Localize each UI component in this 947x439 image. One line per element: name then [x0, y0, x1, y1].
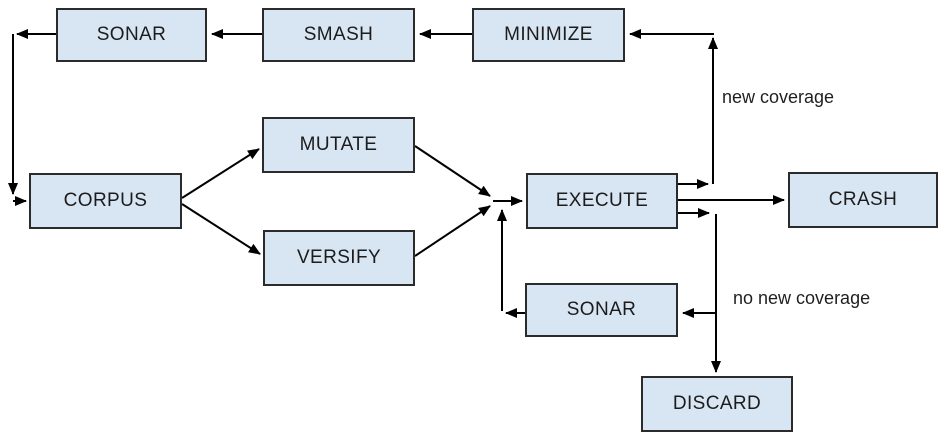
node-versify: VERSIFY: [263, 230, 415, 286]
node-discard-label: DISCARD: [672, 393, 762, 414]
node-corpus-label: CORPUS: [63, 190, 148, 211]
node-smash: SMASH: [262, 8, 415, 62]
edge-label-new-coverage: new coverage: [722, 87, 835, 107]
node-sonar-top: SONAR: [56, 8, 207, 62]
edge-versify-to-junction: [414, 205, 491, 257]
edge-label-no-new-coverage: no new coverage: [733, 288, 871, 308]
node-minimize: MINIMIZE: [472, 8, 625, 62]
edge-mutate-to-junction: [414, 145, 491, 197]
node-versify-label: VERSIFY: [296, 247, 382, 268]
node-mutate-label: MUTATE: [299, 134, 378, 155]
node-smash-label: SMASH: [303, 24, 374, 45]
node-minimize-label: MINIMIZE: [504, 24, 593, 45]
node-discard: DISCARD: [641, 376, 793, 432]
node-crash-label: CRASH: [828, 189, 898, 210]
node-sonar-bottom: SONAR: [525, 283, 678, 337]
node-execute: EXECUTE: [526, 173, 678, 229]
edge-corpus-to-versify: [181, 203, 261, 255]
node-execute-label: EXECUTE: [555, 190, 649, 211]
node-sonar-bottom-label: SONAR: [566, 299, 637, 320]
node-corpus: CORPUS: [29, 173, 182, 229]
node-sonar-top-label: SONAR: [96, 24, 167, 45]
node-mutate: MUTATE: [262, 117, 415, 173]
node-crash: CRASH: [788, 172, 938, 228]
edge-corpus-to-mutate: [181, 148, 260, 199]
